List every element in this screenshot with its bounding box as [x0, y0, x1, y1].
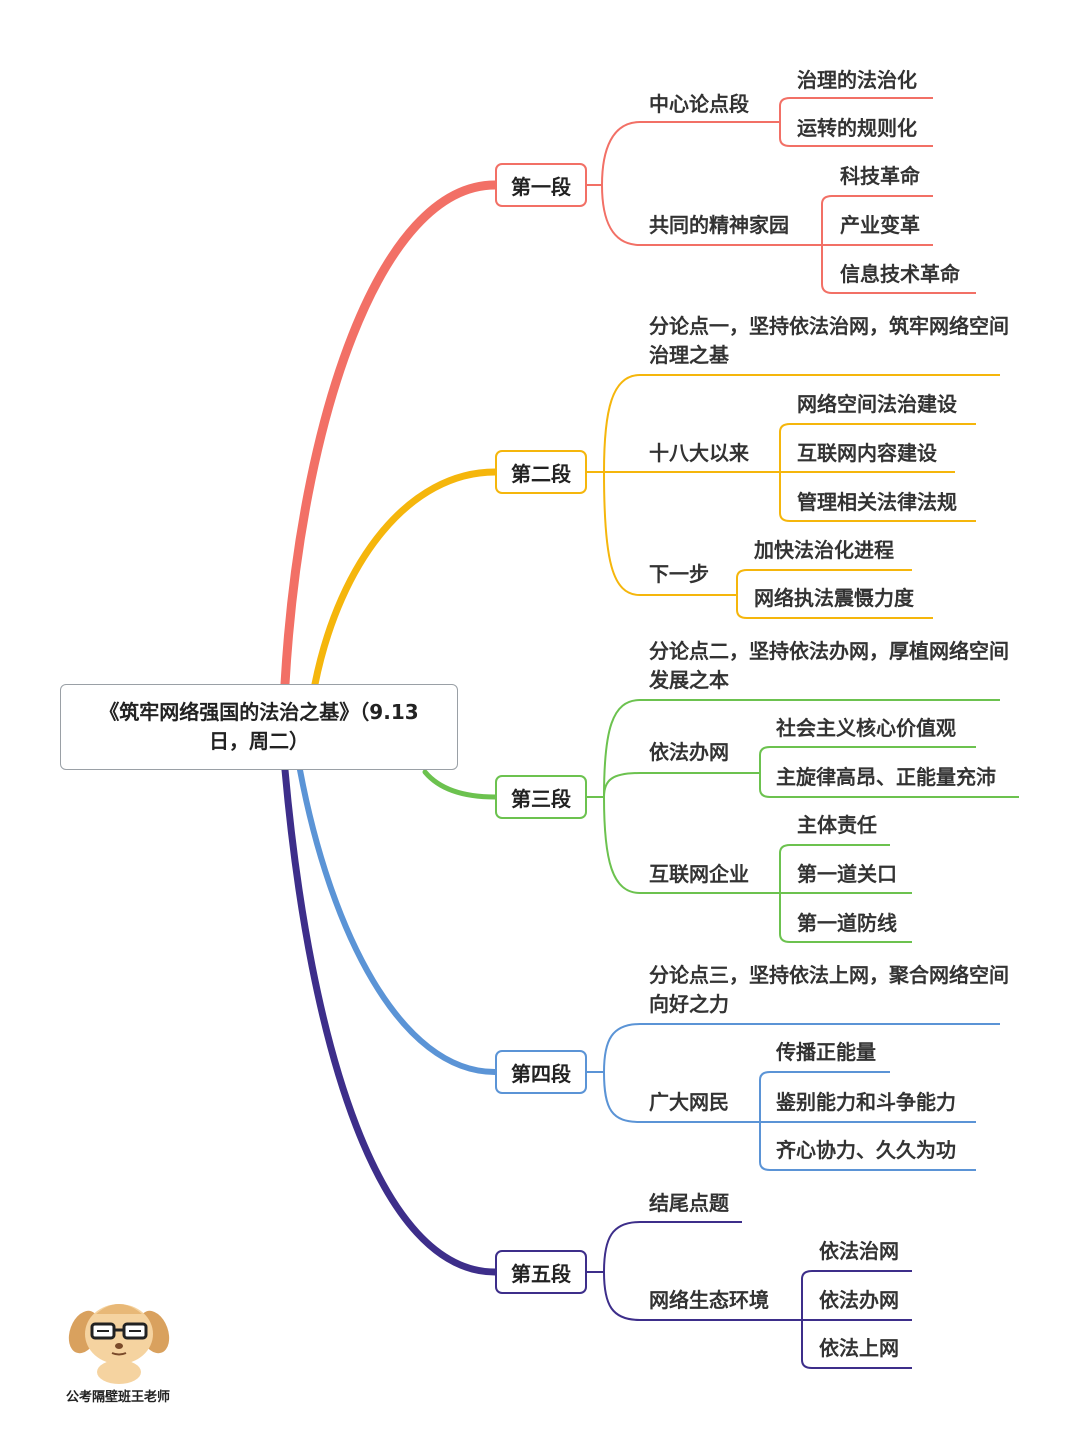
leaf-main-responsibility[interactable]: 主体责任: [797, 813, 877, 837]
watermark-caption: 公考隔壁班王老师: [66, 1390, 171, 1405]
leaf-spread-positive-energy[interactable]: 传播正能量: [776, 1040, 876, 1064]
section-4-node[interactable]: 第四段: [495, 1050, 587, 1094]
topic-sub-argument-1[interactable]: 分论点一，坚持依法治网，筑牢网络空间治理之基: [649, 314, 1009, 367]
topic-conclusion[interactable]: 结尾点题: [649, 1191, 729, 1215]
leaf-internet-content-building[interactable]: 互联网内容建设: [797, 441, 937, 465]
topic-run-internet-by-law[interactable]: 依法办网: [649, 740, 729, 764]
section-2-label: 第二段: [511, 461, 571, 486]
branch-section-2: [311, 468, 499, 688]
branch-section-3: [422, 769, 498, 800]
dog-with-glasses-icon: [68, 1304, 170, 1384]
section-2-connectors: [587, 374, 1000, 619]
topic-network-ecology[interactable]: 网络生态环境: [649, 1288, 769, 1312]
section-1-label: 第一段: [511, 174, 571, 199]
leaf-first-checkpoint[interactable]: 第一道关口: [797, 862, 897, 886]
section-3-connectors: [587, 699, 1019, 943]
leaf-work-together[interactable]: 齐心协力、久久为功: [776, 1138, 956, 1162]
leaf-enforcement-deterrence[interactable]: 网络执法震慑力度: [754, 586, 914, 610]
topic-since-18th-congress[interactable]: 十八大以来: [649, 441, 749, 465]
leaf-industrial-change[interactable]: 产业变革: [840, 213, 920, 237]
leaf-it-revolution[interactable]: 信息技术革命: [840, 262, 960, 286]
section-1-node[interactable]: 第一段: [495, 163, 587, 207]
leaf-first-defense-line[interactable]: 第一道防线: [797, 911, 897, 935]
topic-center-thesis[interactable]: 中心论点段: [649, 92, 749, 116]
section-4-connectors: [587, 1023, 1000, 1171]
root-topic-title: 《筑牢网络强国的法治之基》（9.13日，周二）: [99, 700, 419, 753]
leaf-tech-revolution[interactable]: 科技革命: [840, 164, 920, 188]
leaf-cyberspace-law-building[interactable]: 网络空间法治建设: [797, 392, 957, 416]
leaf-core-socialist-values[interactable]: 社会主义核心价值观: [776, 716, 956, 740]
topic-netizens[interactable]: 广大网民: [649, 1090, 729, 1114]
branch-section-4: [297, 767, 498, 1075]
leaf-related-laws-regulations[interactable]: 管理相关法律法规: [797, 490, 957, 514]
leaf-govern-by-law[interactable]: 依法治网: [819, 1239, 899, 1263]
leaf-discernment-ability[interactable]: 鉴别能力和斗争能力: [776, 1090, 956, 1114]
section-5-label: 第五段: [511, 1261, 571, 1286]
leaf-positive-energy[interactable]: 主旋律高昂、正能量充沛: [776, 765, 996, 789]
leaf-use-by-law[interactable]: 依法上网: [819, 1336, 899, 1360]
topic-next-step[interactable]: 下一步: [649, 562, 709, 586]
section-3-label: 第三段: [511, 786, 571, 811]
leaf-accelerate-rule-of-law[interactable]: 加快法治化进程: [754, 538, 894, 562]
section-5-connectors: [587, 1221, 912, 1369]
section-1-connectors: [587, 97, 976, 294]
leaf-operation-regularization[interactable]: 运转的规则化: [797, 116, 917, 140]
leaf-run-by-law[interactable]: 依法办网: [819, 1288, 899, 1312]
branch-section-1: [280, 180, 500, 689]
section-2-node[interactable]: 第二段: [495, 450, 587, 494]
topic-sub-argument-2[interactable]: 分论点二，坚持依法办网，厚植网络空间发展之本: [649, 639, 1009, 692]
branch-section-5: [281, 766, 499, 1276]
section-3-node[interactable]: 第三段: [495, 775, 587, 819]
root-topic[interactable]: 《筑牢网络强国的法治之基》（9.13日，周二）: [60, 684, 458, 770]
leaf-governance-rule-of-law[interactable]: 治理的法治化: [797, 68, 917, 92]
topic-sub-argument-3[interactable]: 分论点三，坚持依法上网，聚合网络空间向好之力: [649, 963, 1009, 1016]
topic-spiritual-home[interactable]: 共同的精神家园: [649, 213, 789, 237]
section-4-label: 第四段: [511, 1061, 571, 1086]
section-5-node[interactable]: 第五段: [495, 1250, 587, 1294]
topic-internet-companies[interactable]: 互联网企业: [649, 862, 749, 886]
